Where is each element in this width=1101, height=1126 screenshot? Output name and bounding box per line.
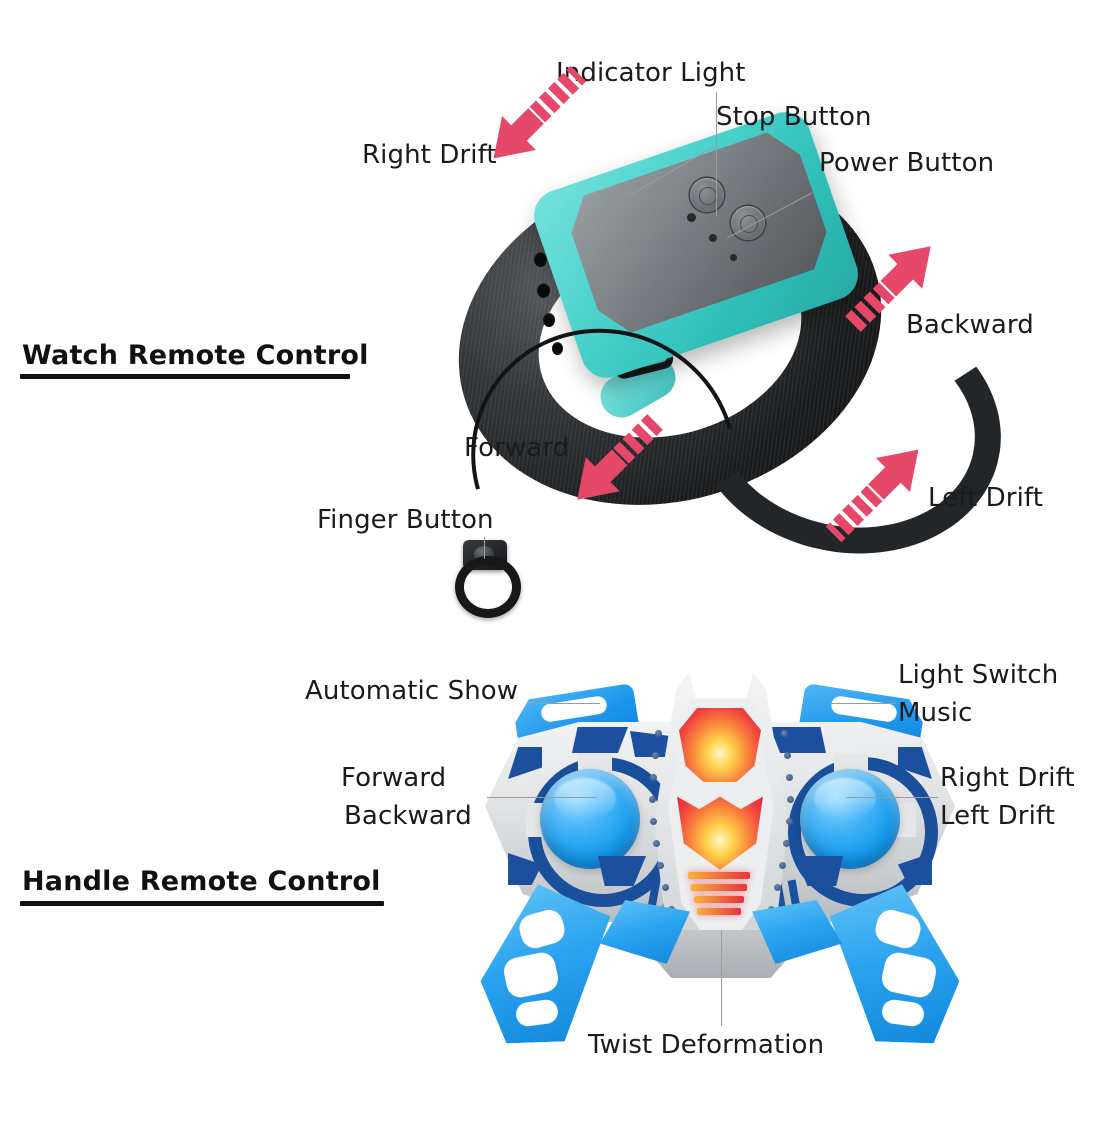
indicator-light-secondary	[709, 234, 717, 242]
watch-strap-hole	[543, 313, 555, 327]
watch-strap-hole	[534, 252, 547, 267]
arrow-left-drift	[815, 431, 937, 553]
watch-section-heading: Watch Remote Control	[22, 340, 369, 371]
callout-twist-deformation: Twist Deformation	[588, 1030, 825, 1060]
watch-remote-control-illustration	[416, 105, 1025, 638]
watch-strap-hole	[552, 342, 563, 355]
motion-label-right-drift: Right Drift	[362, 140, 497, 170]
indicator-light-tertiary	[730, 254, 737, 261]
led-bar	[697, 908, 741, 915]
motion-label-forward: Forward	[464, 433, 570, 463]
stop-button[interactable]	[690, 178, 724, 212]
handle-navy-accent	[572, 727, 628, 753]
handle-navy-accent	[770, 727, 826, 753]
callout-light-switch: Light Switch	[898, 660, 1059, 690]
arrow-forward	[559, 398, 679, 518]
led-bar	[688, 872, 750, 879]
leader-finger-button	[484, 537, 486, 559]
watch-strap-hole	[537, 283, 550, 298]
indicator-light	[687, 213, 696, 222]
led-bar	[691, 884, 747, 891]
leader-automatic-show	[528, 703, 600, 705]
leader-twist-deformation	[721, 930, 723, 1026]
callout-left-drift: Left Drift	[940, 801, 1056, 831]
right-dial-left-right-drift[interactable]	[800, 769, 900, 869]
watch-heading-underline	[20, 374, 350, 379]
callout-indicator-light: Indicator Light	[556, 58, 746, 88]
callout-music: Music	[898, 698, 973, 728]
callout-automatic-show: Automatic Show	[305, 676, 519, 706]
leader-light-switch-music	[830, 703, 896, 705]
callout-backward: Backward	[344, 801, 472, 831]
callout-finger-button: Finger Button	[317, 505, 494, 535]
led-indicator-upper	[679, 708, 761, 782]
callout-power-button: Power Button	[819, 148, 995, 178]
callout-forward: Forward	[341, 763, 447, 793]
handle-heading-underline	[20, 901, 384, 906]
callout-stop-button: Stop Button	[716, 102, 872, 132]
leader-right-left-drift	[846, 797, 938, 799]
leader-forward-backward	[487, 797, 597, 799]
leader-indicator-light	[716, 92, 718, 216]
callout-right-drift: Right Drift	[940, 763, 1075, 793]
handle-section-heading: Handle Remote Control	[22, 866, 381, 897]
motion-label-left-drift: Left Drift	[928, 483, 1044, 513]
power-button[interactable]	[731, 206, 765, 240]
arrow-backward	[829, 228, 949, 348]
led-bar	[694, 896, 744, 903]
arrow-right-drift	[475, 55, 597, 177]
motion-label-backward: Backward	[906, 310, 1034, 340]
finger-ring	[455, 556, 521, 618]
left-dial-forward-backward[interactable]	[540, 769, 640, 869]
